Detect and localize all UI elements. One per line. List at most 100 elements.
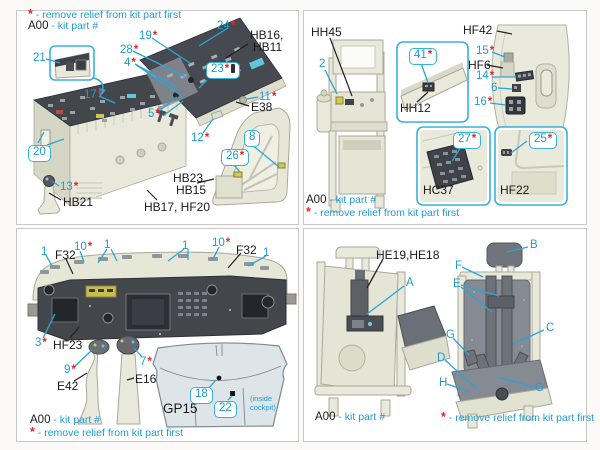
callout-text: 24	[217, 20, 230, 32]
callout-1: 1	[41, 246, 48, 259]
callout-text: 21	[33, 52, 46, 64]
star-icon: *	[489, 70, 495, 82]
callout-2: 2	[319, 58, 326, 71]
star-icon: *	[239, 150, 245, 162]
legend-remove-relief-tl: * - remove relief from kit part first	[28, 7, 182, 21]
callout-7: 7*	[140, 356, 152, 369]
callout-text: B	[530, 239, 538, 251]
star-icon: *	[547, 133, 553, 145]
callout-text: H	[439, 377, 448, 389]
callout-hf23: HF23	[53, 339, 82, 351]
callout-text: HB16,	[250, 28, 284, 42]
star-icon: *	[147, 356, 152, 368]
callout-text: 1	[182, 240, 189, 252]
star-icon: *	[271, 91, 277, 103]
star-icon: *	[155, 108, 160, 120]
callout-23: 23*	[206, 62, 241, 79]
callout-25: 25*	[529, 132, 558, 149]
callout-12: 12*	[191, 132, 209, 145]
callout-text: C	[546, 322, 555, 334]
callout-text: 22	[219, 402, 232, 414]
callout-24: 24*	[217, 20, 236, 33]
lever-icon	[231, 64, 236, 73]
callout-f32: F32	[55, 249, 76, 261]
star-icon: *	[97, 89, 103, 101]
star-icon: *	[133, 44, 139, 56]
callout-3: 3*	[35, 337, 47, 350]
callout-text: 10	[74, 241, 87, 253]
star-icon: *	[73, 181, 79, 193]
legend-remove-relief-br: * - remove relief from kit part first	[441, 410, 595, 424]
callout-text: 6	[491, 82, 498, 94]
callout-hh12: HH12	[400, 102, 431, 114]
callout-text: 17	[84, 89, 97, 101]
callout-e: E	[453, 278, 461, 291]
star-icon: *	[152, 30, 158, 42]
callout-text: G	[535, 382, 544, 394]
callout-28: 28*	[120, 44, 139, 57]
callout-text: HB15	[176, 183, 207, 197]
callout-text: HF22	[500, 183, 530, 197]
callout-text: 1	[104, 239, 111, 251]
callout-5: 5*	[148, 108, 160, 121]
star-icon: *	[487, 96, 493, 108]
callout-hb17hf20: HB17, HF20	[144, 201, 210, 213]
callout-hf6: HF6	[468, 59, 491, 71]
star-icon: *	[427, 49, 433, 61]
callout-hb15: HB15	[176, 184, 206, 196]
callout-text: F	[455, 260, 463, 272]
callout-e42: E42	[57, 380, 78, 392]
star-icon: *	[28, 7, 33, 21]
callout-26: 26*	[221, 149, 250, 166]
callout-text: HE19,HE18	[376, 248, 440, 262]
callout-text: 14	[476, 70, 489, 82]
star-icon: *	[230, 20, 236, 32]
callout-text: D	[437, 352, 446, 364]
star-icon: *	[131, 57, 136, 69]
callout-text: 25	[534, 133, 547, 145]
callout-text: 4	[124, 57, 131, 69]
callout-14: 14*	[476, 70, 495, 83]
star-icon: *	[224, 63, 230, 75]
legend-kit-part-br: A00 - kit part #	[315, 411, 386, 423]
callout-gp15: GP15	[163, 402, 198, 416]
callout-text: HF23	[53, 338, 83, 352]
callout-text: F32	[55, 248, 76, 262]
callout-text: 13	[60, 181, 73, 193]
callout-13: 13*	[60, 181, 79, 194]
callout-hh45: HH45	[311, 26, 342, 38]
callout-g: G	[535, 382, 544, 395]
callout-text: A	[406, 277, 414, 289]
callout-10: 10*	[212, 237, 230, 250]
star-icon: *	[71, 364, 76, 376]
callout-g: G	[446, 329, 455, 342]
callout-hb11: HB11	[253, 41, 282, 53]
callout-f: F	[455, 260, 463, 273]
callout-b: B	[530, 239, 538, 252]
callout-27: 27*	[453, 132, 482, 149]
callout-text: HH12	[400, 101, 431, 115]
callout-19: 19*	[139, 30, 158, 43]
callout-18: 18	[190, 387, 213, 404]
callout-e16: E16	[135, 373, 156, 385]
callout-he19he18: HE19,HE18	[376, 249, 439, 261]
callout-cockpit: cockpit)	[250, 404, 276, 412]
callout-text: 3	[35, 337, 42, 349]
star-icon: *	[306, 205, 311, 219]
callout-text: 1	[41, 246, 48, 258]
callout-text: E38	[251, 100, 273, 114]
callout-text: 2	[319, 58, 326, 70]
callout-21: 21	[33, 52, 46, 65]
star-icon: *	[471, 133, 477, 145]
callout-text: HC37	[423, 183, 454, 197]
callout-text: HF42	[463, 23, 493, 37]
star-icon: *	[87, 241, 93, 253]
callout-text: 1	[263, 247, 270, 259]
callout-text: 5	[148, 108, 155, 120]
callout-text: 41	[414, 49, 427, 61]
callout-15: 15*	[476, 45, 494, 58]
callout-text: HF6	[468, 58, 491, 72]
callout-text: (inside	[250, 394, 273, 403]
